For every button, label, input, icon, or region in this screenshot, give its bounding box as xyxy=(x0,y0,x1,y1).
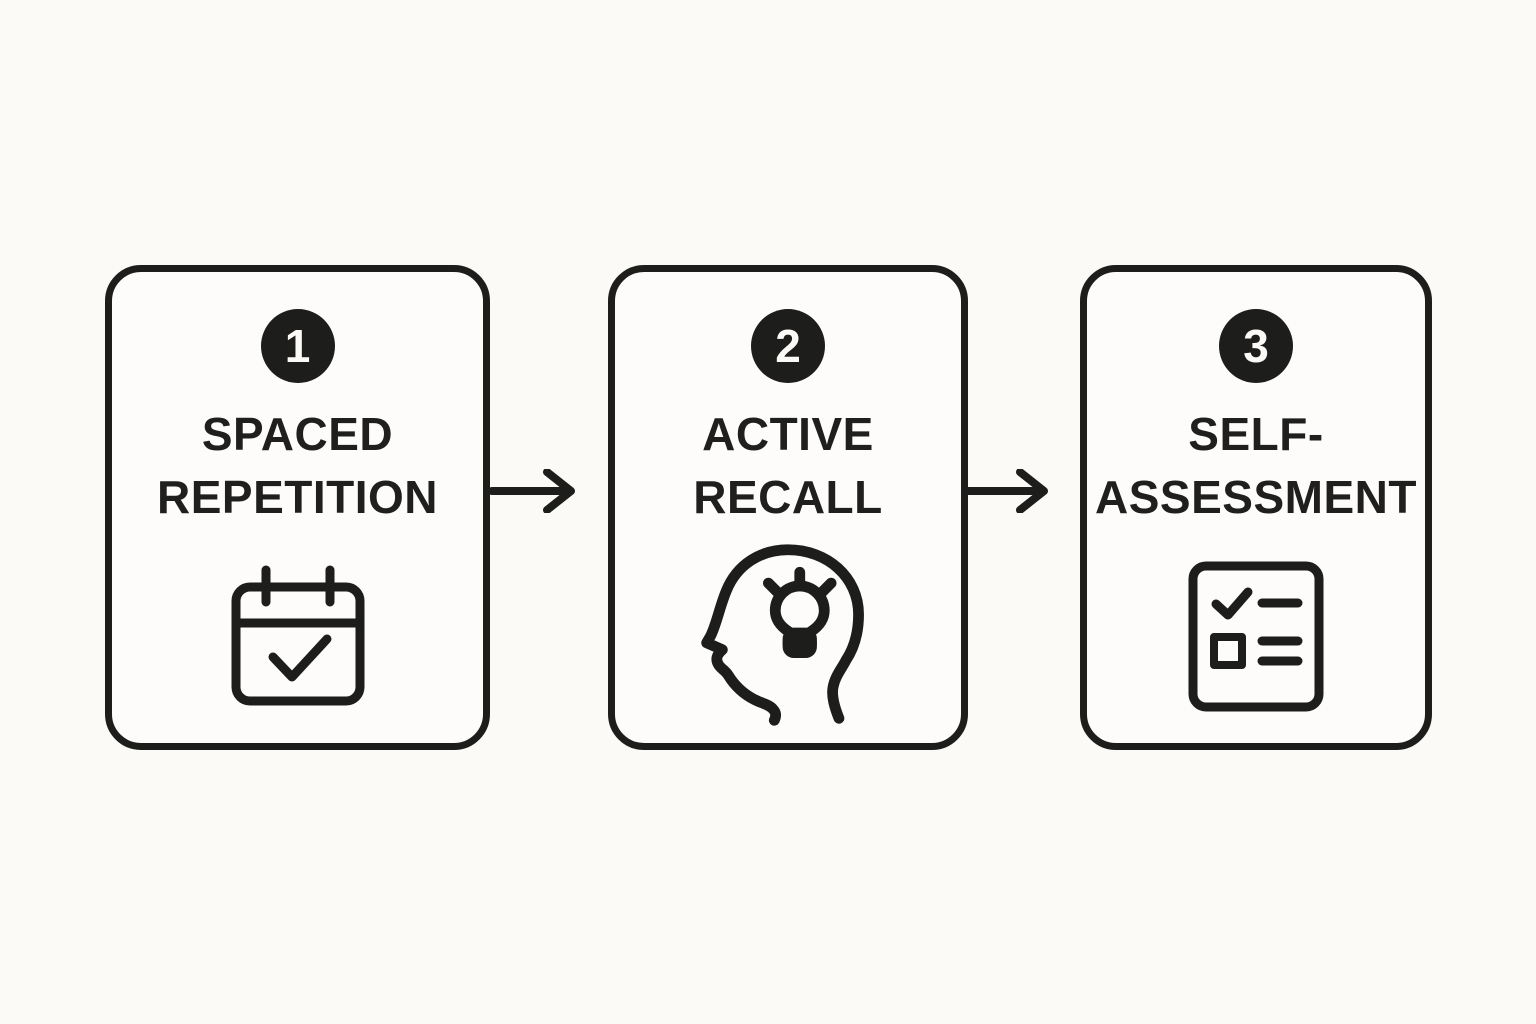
step-title-line2: ASSESSMENT xyxy=(1095,471,1417,524)
arrow-right-icon xyxy=(963,469,1048,513)
calendar-check-icon xyxy=(231,565,364,706)
step-icon-area xyxy=(112,530,483,743)
step-title-line1: SPACED xyxy=(201,408,394,460)
step-number-badge: 3 xyxy=(1219,309,1293,383)
step-icon-area xyxy=(615,530,961,743)
step-title-line1: ACTIVE xyxy=(702,408,874,460)
step-card-active-recall: 2 ACTIVE RECALL xyxy=(608,265,968,750)
step-icon-area xyxy=(1087,530,1425,743)
step-card-self-assessment: 3 SELF- ASSESSMENT xyxy=(1080,265,1432,750)
step-title: SPACED REPETITION xyxy=(157,403,438,530)
step-title: ACTIVE RECALL xyxy=(693,403,883,530)
step-number: 1 xyxy=(284,320,311,372)
step-number-badge: 2 xyxy=(751,309,825,383)
step-title: SELF- ASSESSMENT xyxy=(1095,403,1417,530)
checklist-icon xyxy=(1188,561,1324,712)
step-card-spaced-repetition: 1 SPACED REPETITION xyxy=(105,265,490,750)
step-number: 2 xyxy=(775,320,801,372)
step-title-line2: REPETITION xyxy=(156,471,439,524)
step-title-line1: SELF- xyxy=(1188,408,1324,460)
step-number-badge: 1 xyxy=(260,309,335,383)
head-lightbulb-icon xyxy=(701,544,864,727)
arrow-right-icon xyxy=(490,469,575,513)
step-title-line2: RECALL xyxy=(693,471,883,524)
step-number: 3 xyxy=(1243,320,1269,372)
